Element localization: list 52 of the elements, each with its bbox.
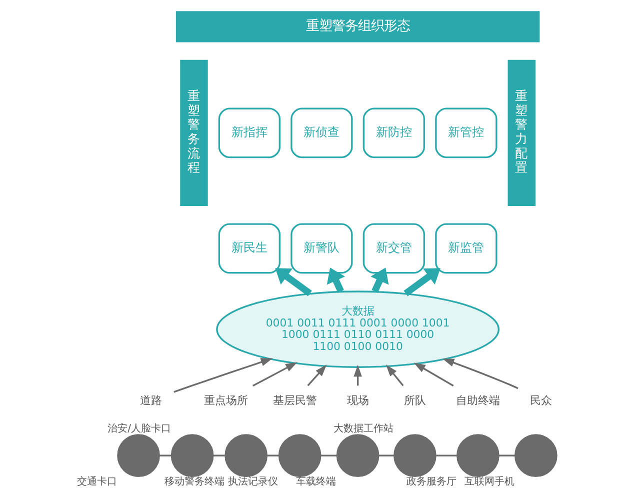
node-text: 道路 (140, 394, 162, 407)
arrow (174, 358, 273, 393)
node-text: 重点场所 (204, 394, 248, 407)
node-label: 移动警务终端 (164, 476, 224, 488)
node-label: 治安/人脸卡口 (108, 424, 172, 435)
connector (160, 454, 172, 456)
node-label: 交通卡口 (76, 476, 117, 488)
node-circle (336, 434, 380, 477)
arrow (354, 364, 362, 386)
node-box: 重塑警务流程 (180, 60, 208, 206)
arrow (404, 268, 440, 296)
node-box: 重塑警力配置 (508, 60, 536, 206)
node-text: 基层民警 (272, 394, 317, 407)
connector (379, 454, 394, 456)
connector (320, 454, 337, 456)
arrow (307, 364, 327, 386)
node-circle (117, 434, 160, 477)
node-box: 新交管 (362, 223, 426, 274)
node-label: 互联网手机 (464, 476, 514, 488)
node-circle (394, 434, 436, 477)
node-box: 新防控 (362, 108, 426, 158)
arrow (370, 268, 389, 293)
node-box: 新民生 (218, 223, 281, 274)
node-label: 车载终端 (296, 476, 336, 488)
node-text: 所队 (404, 394, 426, 407)
arrow (414, 362, 454, 386)
node-text: 现场 (346, 394, 369, 407)
arrow (442, 358, 518, 390)
connector (213, 454, 225, 456)
node-circle (224, 434, 268, 477)
node-box: 新管控 (435, 108, 498, 158)
node-box: 新指挥 (218, 108, 281, 158)
node-circle (170, 434, 214, 477)
arrow (386, 364, 404, 386)
arrow (326, 268, 346, 293)
connector (499, 454, 515, 456)
node-circle (278, 434, 322, 477)
arrow (275, 268, 312, 296)
node-text: 民众 (530, 394, 552, 407)
node-label: 大数据工作站 (333, 424, 394, 435)
node-label: 执法记录仪 (228, 476, 278, 488)
node-box: 新警队 (290, 223, 353, 274)
node-label: 政务服务厅 (406, 476, 456, 488)
connector (267, 454, 279, 456)
connector (436, 454, 457, 456)
node-box: 重塑警务组织形态 (176, 11, 540, 42)
node-circle (456, 434, 500, 477)
node-box: 新监管 (435, 223, 498, 274)
node-text: 自助终端 (456, 394, 500, 407)
node-box: 新侦查 (290, 108, 353, 158)
arrow (252, 362, 298, 387)
node-circle (514, 434, 558, 477)
